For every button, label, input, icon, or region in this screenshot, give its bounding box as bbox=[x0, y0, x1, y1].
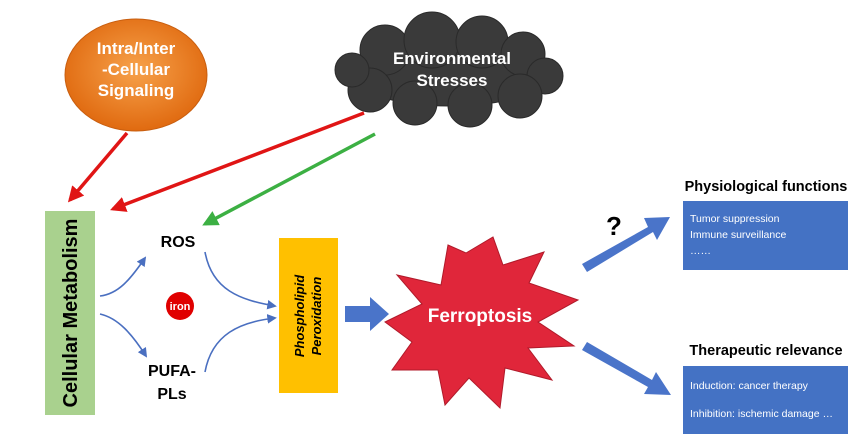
peroxidation-to-ferroptosis-arrow bbox=[345, 297, 389, 331]
environment-cloud: Environmental Stresses bbox=[334, 11, 564, 128]
physiological-item-2: Immune surveillance bbox=[690, 229, 786, 241]
signaling-line-2: -Cellular bbox=[102, 60, 170, 79]
stress-to-ros-arrow bbox=[202, 132, 376, 226]
ferroptosis-label: Ferroptosis bbox=[428, 306, 533, 327]
iron-node: iron bbox=[166, 292, 194, 320]
therapeutic-title: Therapeutic relevance bbox=[689, 343, 842, 359]
environment-line-1: Environmental bbox=[393, 49, 511, 68]
peroxidation-line-1: Phospholipid bbox=[292, 274, 307, 357]
ferroptosis-to-therapeutic-arrow bbox=[582, 342, 671, 395]
peroxidation-line-2: Peroxidation bbox=[309, 277, 324, 356]
therapeutic-item-1: Induction: cancer therapy bbox=[690, 380, 809, 392]
metabolism-to-ros-curve bbox=[99, 256, 147, 297]
peroxidation-node: Phospholipid Peroxidation bbox=[279, 238, 338, 393]
physiological-title: Physiological functions bbox=[685, 179, 848, 195]
ferroptosis-node: Ferroptosis bbox=[384, 236, 580, 410]
physiological-item-1: Tumor suppression bbox=[690, 213, 780, 225]
physiological-item-3: …… bbox=[690, 245, 711, 257]
pufa-to-peroxidation-curve bbox=[204, 314, 277, 373]
physiological-box: Tumor suppression Immune surveillance …… bbox=[683, 201, 848, 270]
metabolism-label: Cellular Metabolism bbox=[60, 219, 82, 408]
ferroptosis-to-physiological-arrow bbox=[582, 217, 670, 272]
signaling-line-1: Intra/Inter bbox=[97, 39, 176, 58]
pufa-line-1: PUFA- bbox=[148, 363, 196, 380]
signaling-node: Intra/Inter -Cellular Signaling bbox=[64, 18, 208, 132]
signaling-to-metabolism-arrow bbox=[67, 131, 129, 203]
therapeutic-box: Induction: cancer therapy Inhibition: is… bbox=[683, 366, 848, 434]
environment-line-2: Stresses bbox=[417, 71, 488, 90]
ros-to-peroxidation-curve bbox=[204, 251, 277, 310]
ros-label: ROS bbox=[161, 234, 196, 251]
iron-label: iron bbox=[170, 301, 191, 313]
therapeutic-item-2: Inhibition: ischemic damage … bbox=[690, 408, 833, 420]
metabolism-node: Cellular Metabolism bbox=[45, 211, 95, 415]
stress-to-metabolism-arrow bbox=[110, 111, 365, 212]
pufa-line-2: PLs bbox=[157, 386, 186, 403]
metabolism-to-pufa-curve bbox=[99, 313, 148, 358]
question-mark: ? bbox=[606, 211, 622, 241]
signaling-line-3: Signaling bbox=[98, 81, 175, 100]
